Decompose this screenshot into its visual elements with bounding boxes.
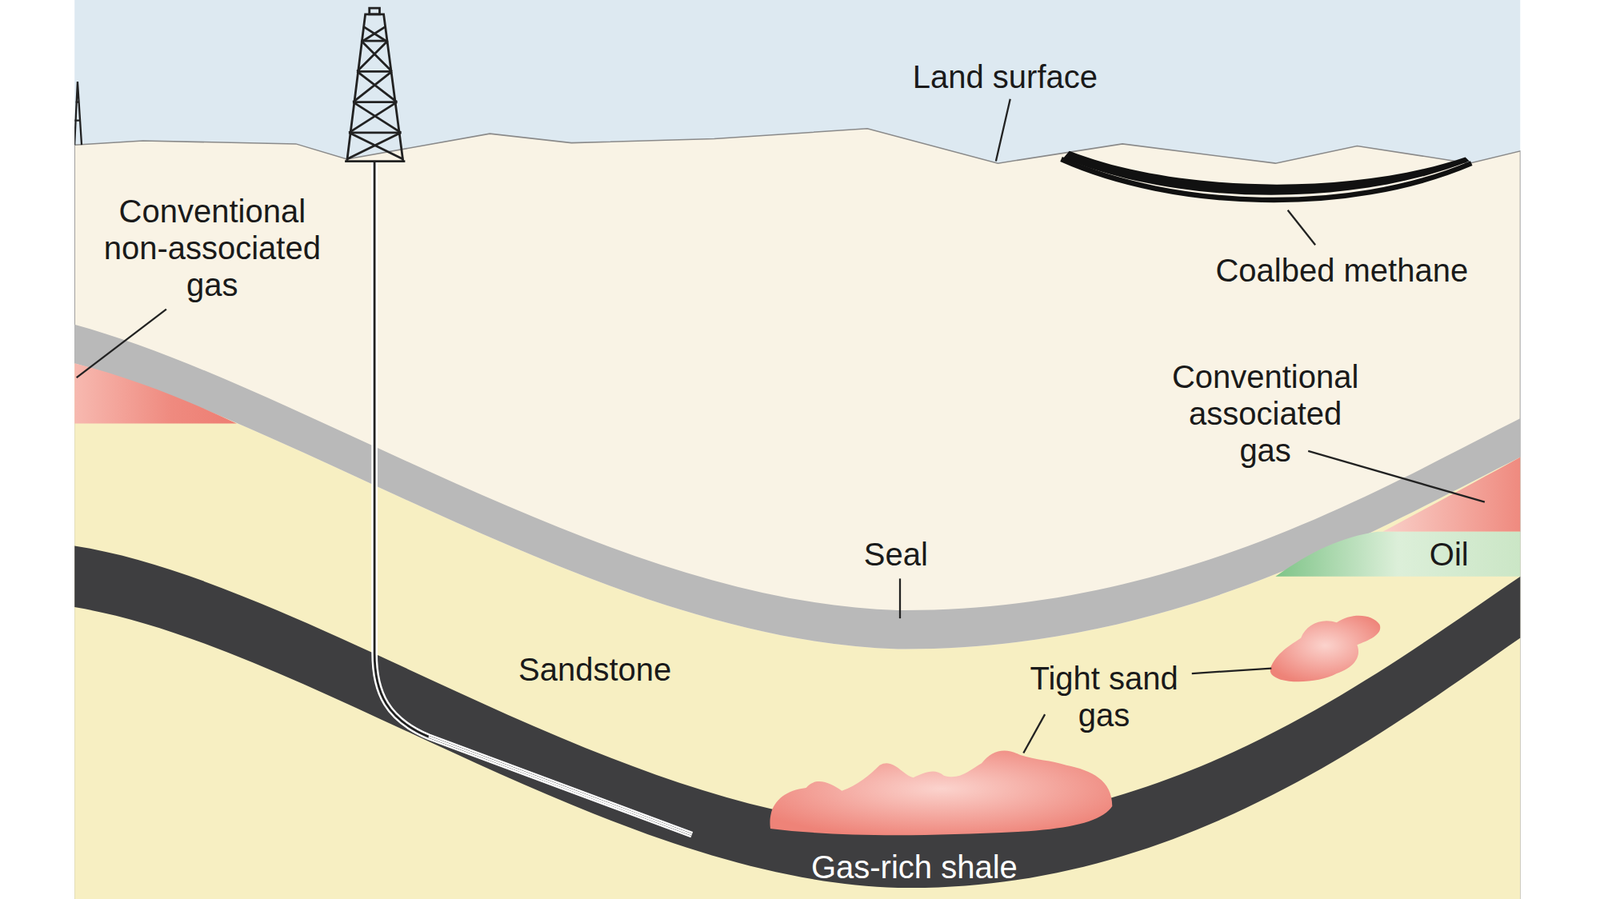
gas-label: Conventional associated gas bbox=[1161, 358, 1370, 469]
coalbed-label-wrap: Coalbed methane bbox=[1215, 252, 1468, 289]
coalbed-label: Coalbed methane bbox=[1215, 252, 1468, 289]
oil-zone: Oil bbox=[1423, 532, 1476, 576]
surface-label-wrap: Land surface bbox=[912, 58, 1098, 96]
seal-label-wrap: Seal bbox=[864, 536, 928, 573]
seal-label: Seal bbox=[864, 536, 928, 573]
gas-label-wrap: Conventional associated gas bbox=[1161, 358, 1370, 469]
shale-band: Gas-rich shale bbox=[804, 845, 1024, 889]
gas-label: Tight sand gas bbox=[1024, 660, 1184, 734]
band-label: Sandstone bbox=[518, 651, 672, 688]
gas-label-wrap: Tight sand gas bbox=[1024, 660, 1184, 734]
band-label: Gas-rich shale bbox=[811, 848, 1018, 886]
sandstone-layer: Sandstone bbox=[512, 648, 678, 692]
gas-label-wrap: Conventional non-associated gas bbox=[100, 192, 324, 304]
gas-label: Conventional non-associated gas bbox=[100, 192, 324, 304]
surface-label: Land surface bbox=[912, 58, 1098, 96]
band-label: Oil bbox=[1429, 536, 1469, 573]
